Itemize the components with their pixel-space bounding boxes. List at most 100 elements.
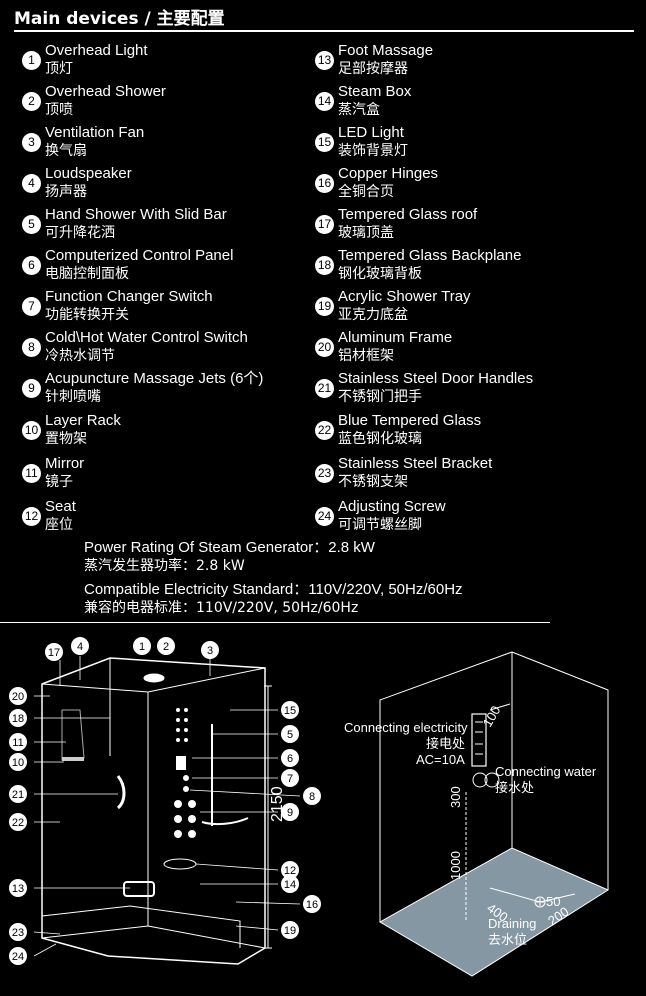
device-name-en: Copper Hinges: [338, 165, 439, 182]
callout-label: 7: [287, 773, 293, 785]
callout-label: 20: [12, 691, 24, 703]
callout-circle: [281, 921, 299, 939]
device-name-cn: 针刺喷嘴: [45, 389, 101, 405]
device-name-cn: 顶灯: [45, 61, 73, 77]
device-name-en: Blue Tempered Glass: [338, 412, 482, 429]
callout-label: 8: [309, 791, 315, 803]
callout-circle: [9, 733, 27, 751]
callout-circle: [281, 861, 299, 879]
device-name-cn: 扬声器: [45, 184, 87, 200]
electricity-cn: 兼容的电器标准：110V/220V, 50Hz/60Hz: [84, 600, 359, 616]
callout-label: 6: [287, 753, 293, 765]
draining-cn: 去水位: [488, 932, 527, 947]
callout-circle: [9, 709, 27, 727]
connect-electricity-cn: 接电处: [426, 736, 465, 751]
device-number: 13: [315, 51, 334, 70]
device-name-en: Loudspeaker: [45, 165, 132, 182]
device-number: 14: [315, 92, 334, 111]
device-number: 7: [22, 297, 41, 316]
connect-water-label: Connecting water: [495, 764, 597, 779]
callout-circle: [9, 923, 27, 941]
callout-circle: [281, 701, 299, 719]
callout-circle: [281, 803, 299, 821]
draining-label: Draining: [488, 916, 536, 931]
device-number: 3: [22, 133, 41, 152]
device-name-en: Tempered Glass Backplane: [338, 247, 522, 264]
dim-300: 300: [448, 786, 463, 808]
device-name-cn: 座位: [45, 517, 73, 533]
steam-power-en: Power Rating Of Steam Generator：2.8 kW: [84, 539, 375, 556]
title-divider: [14, 30, 634, 32]
callout-circle: [201, 641, 219, 659]
device-name-en: Layer Rack: [45, 412, 121, 429]
device-name-en: Stainless Steel Bracket: [338, 455, 493, 472]
callout-label: 18: [12, 713, 24, 725]
callout-label: 16: [306, 899, 318, 911]
device-number: 5: [22, 215, 41, 234]
callout-circle: [9, 879, 27, 897]
device-name-en: Cold\Hot Water Control Switch: [45, 329, 248, 346]
callout-label: 3: [207, 645, 213, 657]
device-name-en: Hand Shower With Slid Bar: [45, 206, 227, 223]
callout-circle: [71, 637, 89, 655]
device-name-en: Acrylic Shower Tray: [338, 288, 471, 305]
device-name-cn: 玻璃顶盖: [338, 225, 394, 241]
device-name-cn: 置物架: [45, 431, 87, 447]
device-name-cn: 不锈钢支架: [338, 474, 408, 490]
callout-label: 15: [284, 705, 296, 717]
device-number: 15: [315, 133, 334, 152]
callout-circle: [281, 769, 299, 787]
device-number: 16: [315, 174, 334, 193]
device-number: 1: [22, 51, 41, 70]
callout-circle: [9, 947, 27, 965]
device-name-cn: 可调节螺丝脚: [338, 517, 422, 533]
callout-circle: [303, 895, 321, 913]
device-name-en: Overhead Light: [45, 42, 148, 59]
device-name-cn: 亚克力底盆: [338, 307, 408, 323]
callout-label: 17: [48, 647, 60, 659]
installation-diagram: Connecting electricity 接电处 AC=10A Connec…: [344, 651, 610, 977]
callout-label: 9: [287, 807, 293, 819]
callout-circle: [303, 787, 321, 805]
device-number: 20: [315, 338, 334, 357]
callout-circle: [281, 725, 299, 743]
device-number: 4: [22, 174, 41, 193]
device-number: 6: [22, 256, 41, 275]
device-number: 10: [22, 421, 41, 440]
device-name-en: Aluminum Frame: [338, 329, 453, 346]
device-name-cn: 钢化玻璃背板: [338, 266, 422, 282]
callout-label: 21: [12, 789, 24, 801]
device-number: 17: [315, 215, 334, 234]
device-name-cn: 冷热水调节: [45, 348, 115, 364]
device-name-en: Stainless Steel Door Handles: [338, 370, 534, 387]
callout-label: 14: [284, 879, 296, 891]
device-name-en: LED Light: [338, 124, 404, 141]
device-name-cn: 不锈钢门把手: [338, 389, 422, 405]
callout-label: 13: [12, 883, 24, 895]
device-name-cn: 电脑控制面板: [45, 266, 129, 282]
device-name-cn: 全铜合页: [338, 184, 394, 200]
callout-circle: [157, 637, 175, 655]
device-name-en: Ventilation Fan: [45, 124, 145, 141]
callout-label: 5: [287, 729, 293, 741]
device-number: 22: [315, 421, 334, 440]
device-name-cn: 蒸汽盒: [338, 102, 380, 118]
section-title: Main devices / 主要配置: [14, 9, 225, 29]
device-number: 18: [315, 256, 334, 275]
device-name-en: Adjusting Screw: [338, 498, 446, 515]
device-name-cn: 可升降花洒: [45, 225, 115, 241]
device-number: 8: [22, 338, 41, 357]
callout-label: 2: [163, 641, 169, 653]
device-name-en: Acupuncture Massage Jets (6个): [45, 370, 264, 387]
ac-spec-label: AC=10A: [416, 752, 465, 767]
callout-circle: [45, 643, 63, 661]
device-name-cn: 镜子: [45, 474, 73, 490]
section-divider: [0, 622, 550, 623]
callout-label: 23: [12, 927, 24, 939]
device-name-cn: 顶喷: [45, 102, 73, 118]
callout-circle: [9, 813, 27, 831]
device-name-en: Overhead Shower: [45, 83, 166, 100]
device-number: 24: [315, 507, 334, 526]
